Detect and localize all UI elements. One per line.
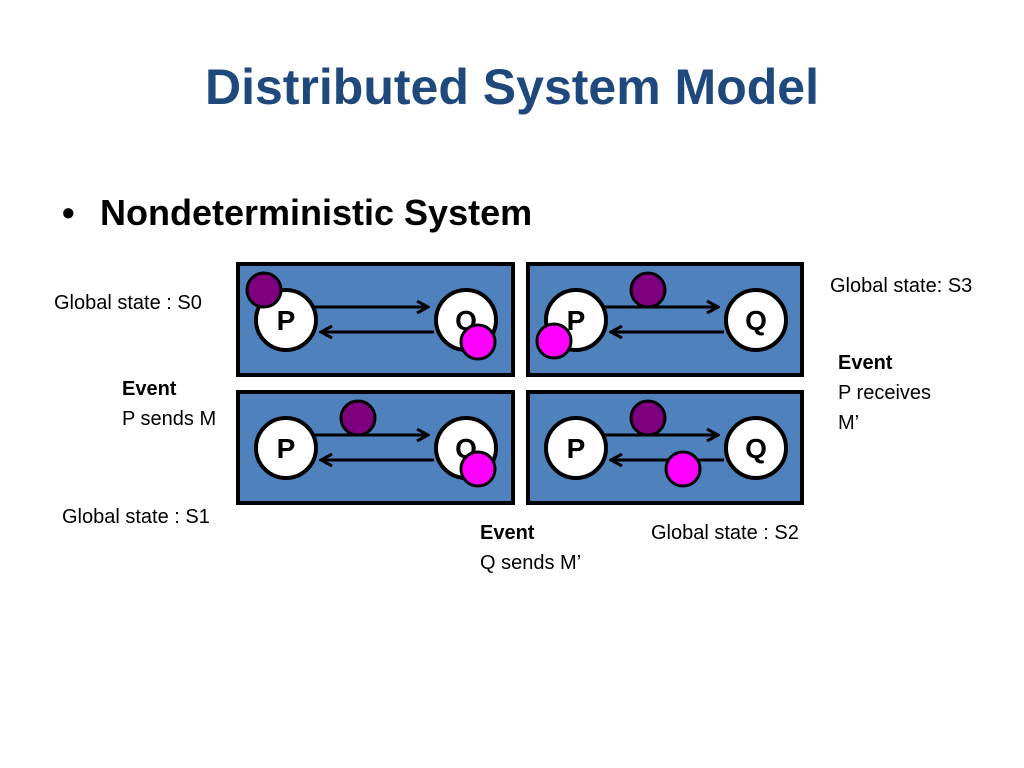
event-text-line2: M’ xyxy=(838,412,860,434)
state-label-s3: Global state: S3 xyxy=(830,275,973,297)
event-text: P receives xyxy=(838,382,932,404)
state-label-s2: Global state : S2 xyxy=(651,522,799,544)
message-m-prime xyxy=(664,450,702,488)
panel-s1: P Q xyxy=(236,390,515,505)
event-p-receives-m-prime: Event P receives M’ xyxy=(838,348,931,438)
state-label-s1: Global state : S1 xyxy=(62,506,210,528)
message-m-prime xyxy=(459,450,497,488)
node-q-label: Q xyxy=(745,305,767,336)
message-m-prime xyxy=(535,322,573,360)
node-p-label: P xyxy=(567,305,586,336)
bullet-marker: • xyxy=(62,192,75,233)
state-label-s0: Global state : S0 xyxy=(54,292,202,314)
bullet-text: Nondeterministic System xyxy=(100,192,533,233)
event-heading: Event xyxy=(838,352,893,374)
node-p xyxy=(254,416,318,480)
node-q xyxy=(724,288,788,352)
event-p-sends-m: Event P sends M xyxy=(122,374,216,434)
message-m xyxy=(245,271,283,309)
event-heading: Event xyxy=(480,522,535,544)
node-p-label: P xyxy=(277,305,296,336)
message-m xyxy=(629,271,667,309)
slide-title: Distributed System Model xyxy=(205,59,819,115)
panel-s2: P Q xyxy=(526,390,804,505)
event-heading: Event xyxy=(122,378,177,400)
node-q-label: Q xyxy=(745,433,767,464)
node-p xyxy=(544,416,608,480)
bullet-item: • Nondeterministic System xyxy=(62,192,532,234)
event-text: P sends M xyxy=(122,408,217,430)
panel-s3: P Q xyxy=(526,262,804,377)
panel-s0: P Q xyxy=(236,262,515,377)
message-m-prime xyxy=(459,323,497,361)
node-q xyxy=(724,416,788,480)
event-q-sends-m-prime: Event Q sends M’ xyxy=(480,518,581,578)
message-m xyxy=(629,399,667,437)
node-p-label: P xyxy=(277,433,296,464)
node-p-label: P xyxy=(567,433,586,464)
message-m xyxy=(339,399,377,437)
event-text: Q sends M’ xyxy=(480,552,582,574)
